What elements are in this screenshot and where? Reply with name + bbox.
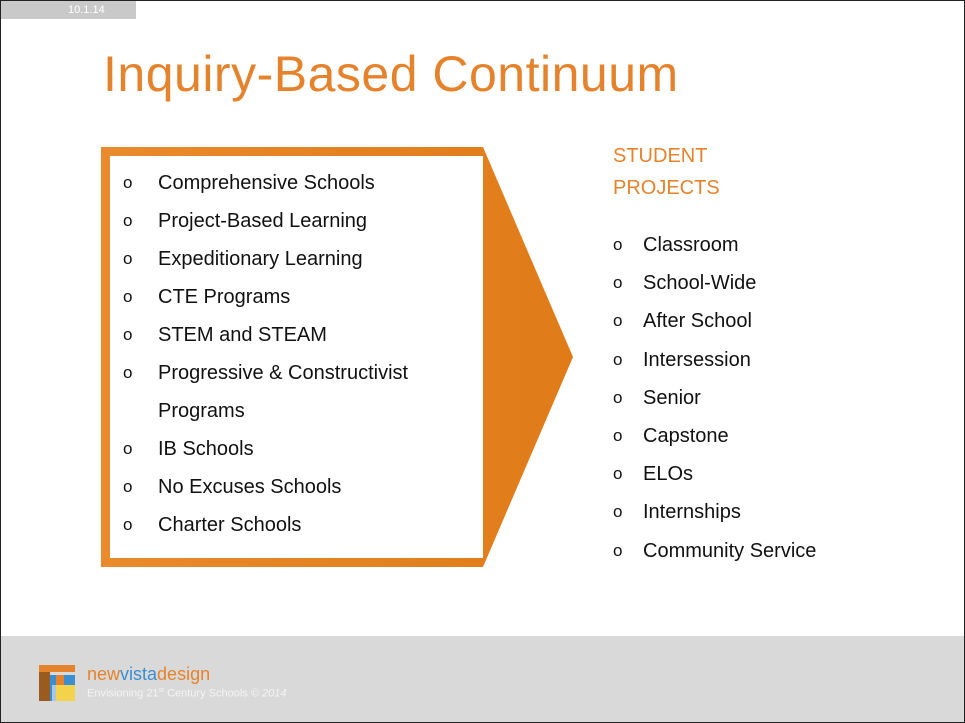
brand-vista: vista <box>120 664 158 684</box>
bullet: o <box>123 439 133 458</box>
list-item-label: STEM and STEAM <box>158 324 327 346</box>
page-title: Inquiry-Based Continuum <box>103 46 679 102</box>
list-item: o School-Wide <box>613 264 953 302</box>
list-item-label: CTE Programs <box>158 286 291 308</box>
tagline-suffix: Century Schools <box>164 687 248 700</box>
list-item-label: Internships <box>643 501 741 524</box>
tagline-prefix: Envisioning 21 <box>87 687 159 700</box>
list-item: o Community Service <box>613 532 953 570</box>
bullet: o <box>613 464 623 484</box>
list-item-label: Charter Schools <box>158 514 302 536</box>
list-item: o Project-Based Learning <box>123 202 473 240</box>
student-projects-heading: STUDENT PROJECTS <box>613 145 720 199</box>
bullet: o <box>613 235 623 254</box>
list-item: o Senior <box>613 379 953 417</box>
bullet: o <box>123 363 133 382</box>
list-item-label: School-Wide <box>643 272 757 295</box>
list-item: o After School <box>613 302 953 340</box>
list-item: o CTE Programs <box>123 278 473 316</box>
list-item-label: Capstone <box>643 425 729 448</box>
bullet: o <box>123 173 133 192</box>
list-item-label: Community Service <box>643 539 817 562</box>
list-item: o Comprehensive Schools <box>123 164 473 202</box>
bullet: o <box>613 273 623 293</box>
bullet: o <box>613 387 623 407</box>
logo-mark-icon <box>39 665 75 701</box>
bullet: o <box>123 211 133 230</box>
bullet: o <box>123 477 133 496</box>
bullet: o <box>613 311 623 331</box>
list-item: o IB Schools <box>123 430 473 468</box>
list-item: o Internships <box>613 493 953 531</box>
brand-wordmark: newvistadesign <box>87 664 210 684</box>
list-item: o ELOs <box>613 455 953 493</box>
list-item-label: Classroom <box>643 234 739 256</box>
copyright: © 2014 <box>250 687 287 700</box>
list-item: o STEM and STEAM <box>123 316 473 354</box>
bullet: o <box>613 540 623 560</box>
list-item-label: Comprehensive Schools <box>158 172 375 194</box>
list-item: o Intersession <box>613 341 953 379</box>
list-item: o Classroom <box>613 226 953 264</box>
bullet: o <box>123 287 133 306</box>
list-item-label: IB Schools <box>158 438 254 460</box>
brand-design: design <box>157 664 211 684</box>
bullet: o <box>123 515 133 534</box>
list-item-label: After School <box>643 310 752 333</box>
list-item: o Expeditionary Learning <box>123 240 473 278</box>
list-item: o Capstone <box>613 417 953 455</box>
bullet: o <box>613 426 623 446</box>
list-item-label: Project-Based Learning <box>158 210 368 232</box>
list-item-label: Progressive & Constructivist Programs <box>158 362 409 422</box>
list-item-label: Expeditionary Learning <box>158 248 363 270</box>
list-item-label: ELOs <box>643 463 694 486</box>
list-item-label: Senior <box>643 386 701 409</box>
bullet: o <box>123 249 133 268</box>
tagline-superscript: st <box>158 687 165 694</box>
list-item: o Charter Schools <box>123 506 473 544</box>
bullet: o <box>613 349 623 369</box>
list-item: o No Excuses Schools <box>123 468 473 506</box>
list-item: o Progressive & Constructivist Programs <box>123 354 473 430</box>
chevron-arrow-box <box>101 147 573 567</box>
footer-bar: newvistadesign Envisioning 21st Century … <box>1 636 964 722</box>
list-item-label: No Excuses Schools <box>158 476 342 498</box>
tagline: Envisioning 21st Century Schools © 2014 <box>87 687 286 700</box>
bullet: o <box>123 325 133 344</box>
brand-new: new <box>87 664 121 684</box>
bullet: o <box>613 502 623 522</box>
list-item-label: Intersession <box>643 348 751 371</box>
date-tab: 10.1.14 <box>1 1 136 19</box>
